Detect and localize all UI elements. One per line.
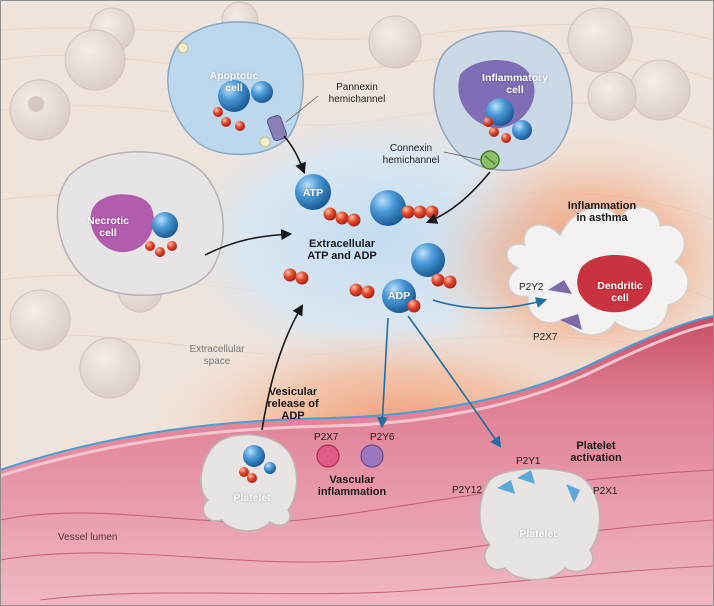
vascular-receptors: [316, 444, 384, 468]
black-arrows: [204, 135, 491, 431]
p2x7-vascular-label: P2X7: [314, 432, 339, 443]
inflammatory-cell-shape: [433, 30, 573, 172]
p2y6-label: P2Y6: [370, 432, 395, 443]
dendritic-receptors: [548, 280, 582, 330]
platelet-right-label: Platelet: [519, 528, 557, 540]
connexin-leader: [443, 151, 482, 161]
p2y2-label: P2Y2: [519, 282, 544, 293]
blue-arrows: [376, 297, 548, 448]
atp-adp-molecules: [283, 174, 457, 313]
atp-label: ATP: [302, 187, 324, 199]
platelet-right-shape: [479, 468, 601, 581]
necrotic-cell-shape: [56, 151, 224, 297]
p2x1-label: P2X1: [593, 486, 618, 497]
vessel-lumen-label: Vessel lumen: [58, 532, 118, 543]
platelet-left-shape: [200, 434, 298, 532]
p2x7-dendritic-label: P2X7: [533, 332, 558, 343]
pannexin-leader: [285, 95, 319, 123]
p2y12-label: P2Y12: [452, 485, 483, 496]
pannexin-hemichannel-shape: [266, 114, 288, 142]
adp-label: ADP: [387, 290, 411, 302]
p2y1-label: P2Y1: [516, 456, 541, 467]
platelet-left-label: Platelet: [233, 492, 271, 504]
dendritic-cell-shape: [506, 206, 689, 336]
